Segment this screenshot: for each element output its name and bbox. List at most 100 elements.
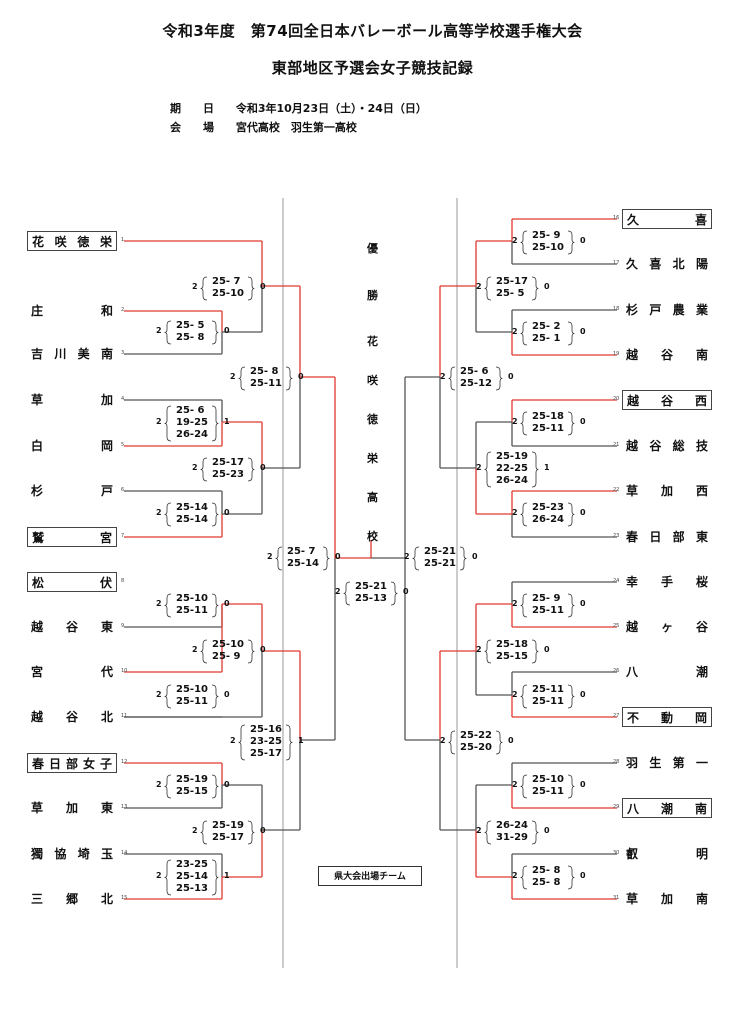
sets-won: 2	[512, 508, 518, 517]
sets-lost: 0	[508, 372, 514, 381]
set-score: 25- 7	[212, 276, 241, 287]
set-score: 25-11	[532, 696, 564, 707]
score-brace-right	[247, 457, 255, 482]
team-name-char: ヶ	[660, 620, 673, 634]
team-right: 杉戸農業	[622, 300, 712, 320]
team-number: 17	[613, 260, 620, 266]
sets-lost: 0	[580, 871, 586, 880]
team-number: 15	[121, 895, 128, 901]
set-score: 25-19	[176, 774, 208, 785]
sets-lost: 0	[260, 826, 266, 835]
set-score: 26-24	[496, 475, 528, 486]
team-right: 越谷西	[622, 390, 712, 410]
score-brace-right	[285, 724, 293, 761]
score-brace-right	[531, 276, 539, 301]
team-name-char: 美	[77, 347, 90, 361]
sets-won: 2	[335, 587, 341, 596]
champion-label-char: 優	[367, 242, 378, 255]
team-name-char: 不	[627, 711, 640, 725]
team-name-char: 加	[100, 393, 113, 407]
team-name-char: 郷	[65, 892, 78, 906]
team-name-char: 協	[54, 847, 67, 861]
sets-won: 2	[230, 372, 236, 381]
team-name-char: 潮	[660, 802, 673, 816]
score-brace-right	[211, 684, 219, 709]
set-score: 26-24	[532, 514, 564, 525]
team-left: 越谷北	[27, 707, 117, 727]
score-brace-right	[247, 276, 255, 301]
set-score: 23-25	[176, 859, 208, 870]
set-score: 25-19	[212, 820, 244, 831]
set-score: 25- 5	[176, 320, 205, 331]
score-brace-right	[390, 581, 398, 606]
team-name-char: 白	[31, 439, 44, 453]
score-brace-right	[531, 820, 539, 845]
team-number: 20	[613, 396, 620, 402]
team-name-char: 和	[100, 304, 113, 318]
team-name-char: 手	[660, 575, 673, 589]
set-score: 25-17	[212, 457, 244, 468]
team-name-char: 松	[32, 576, 45, 590]
score-brace-left	[484, 276, 492, 301]
team-name-char: 玉	[100, 847, 113, 861]
team-name-char: 南	[695, 892, 708, 906]
set-score: 25-11	[532, 786, 564, 797]
set-score: 25-11	[532, 605, 564, 616]
team-name-char: 桜	[695, 575, 708, 589]
score-brace-right	[567, 865, 575, 890]
team-number: 27	[613, 713, 620, 719]
champion-name-char: 咲	[367, 374, 378, 387]
team-name-char: 谷	[65, 710, 78, 724]
team-left: 杉戸	[27, 481, 117, 501]
team-right: 越谷総技	[622, 436, 712, 456]
team-name-char: 一	[695, 756, 708, 770]
team-number: 25	[613, 623, 620, 629]
sets-lost: 0	[580, 780, 586, 789]
team-right: 八潮南	[622, 798, 712, 818]
team-number: 8	[121, 578, 125, 584]
team-name-char: 戸	[100, 484, 113, 498]
set-score: 25- 8	[176, 332, 205, 343]
score-brace-right	[211, 320, 219, 345]
team-name-char: 総	[672, 439, 685, 453]
sets-won: 2	[192, 645, 198, 654]
champion-label-char: 勝	[367, 289, 378, 302]
team-number: 19	[613, 351, 620, 357]
team-name-char: 越	[626, 348, 639, 362]
team-name-char: 花	[32, 235, 45, 249]
sets-won: 2	[156, 326, 162, 335]
team-name-char: 南	[695, 348, 708, 362]
set-score: 25- 2	[532, 321, 561, 332]
score-brace-right	[322, 546, 330, 571]
set-score: 25- 9	[532, 593, 561, 604]
legend-qualified-teams: 県大会出場チーム	[318, 866, 422, 886]
team-name-char: 宮	[99, 531, 112, 545]
set-score: 25-15	[176, 786, 208, 797]
team-number: 10	[121, 668, 128, 674]
team-name-char: 八	[626, 665, 639, 679]
sets-won: 2	[440, 736, 446, 745]
team-right: 草加西	[622, 481, 712, 501]
sets-lost: 0	[544, 282, 550, 291]
team-number: 6	[121, 487, 125, 493]
team-number: 4	[121, 396, 125, 402]
champion-name-char: 校	[367, 530, 378, 543]
team-name-char: 北	[100, 710, 113, 724]
sets-won: 2	[476, 282, 482, 291]
score-brace-left	[238, 366, 246, 391]
team-left: 草加東	[27, 798, 117, 818]
team-number: 3	[121, 350, 125, 356]
team-right: 幸手桜	[622, 572, 712, 592]
champion-name-char: 徳	[367, 413, 378, 426]
team-number: 14	[121, 850, 128, 856]
set-score: 25-15	[496, 651, 528, 662]
score-brace-left	[520, 230, 528, 255]
score-brace-left	[520, 684, 528, 709]
set-score: 19-25	[176, 417, 208, 428]
set-score: 25-12	[460, 378, 492, 389]
sets-won: 2	[512, 417, 518, 426]
team-name-char: 谷	[660, 394, 673, 408]
team-name-char: 草	[31, 393, 44, 407]
venue-row: 会 場 宮代高校 羽生第一高校	[170, 119, 357, 135]
